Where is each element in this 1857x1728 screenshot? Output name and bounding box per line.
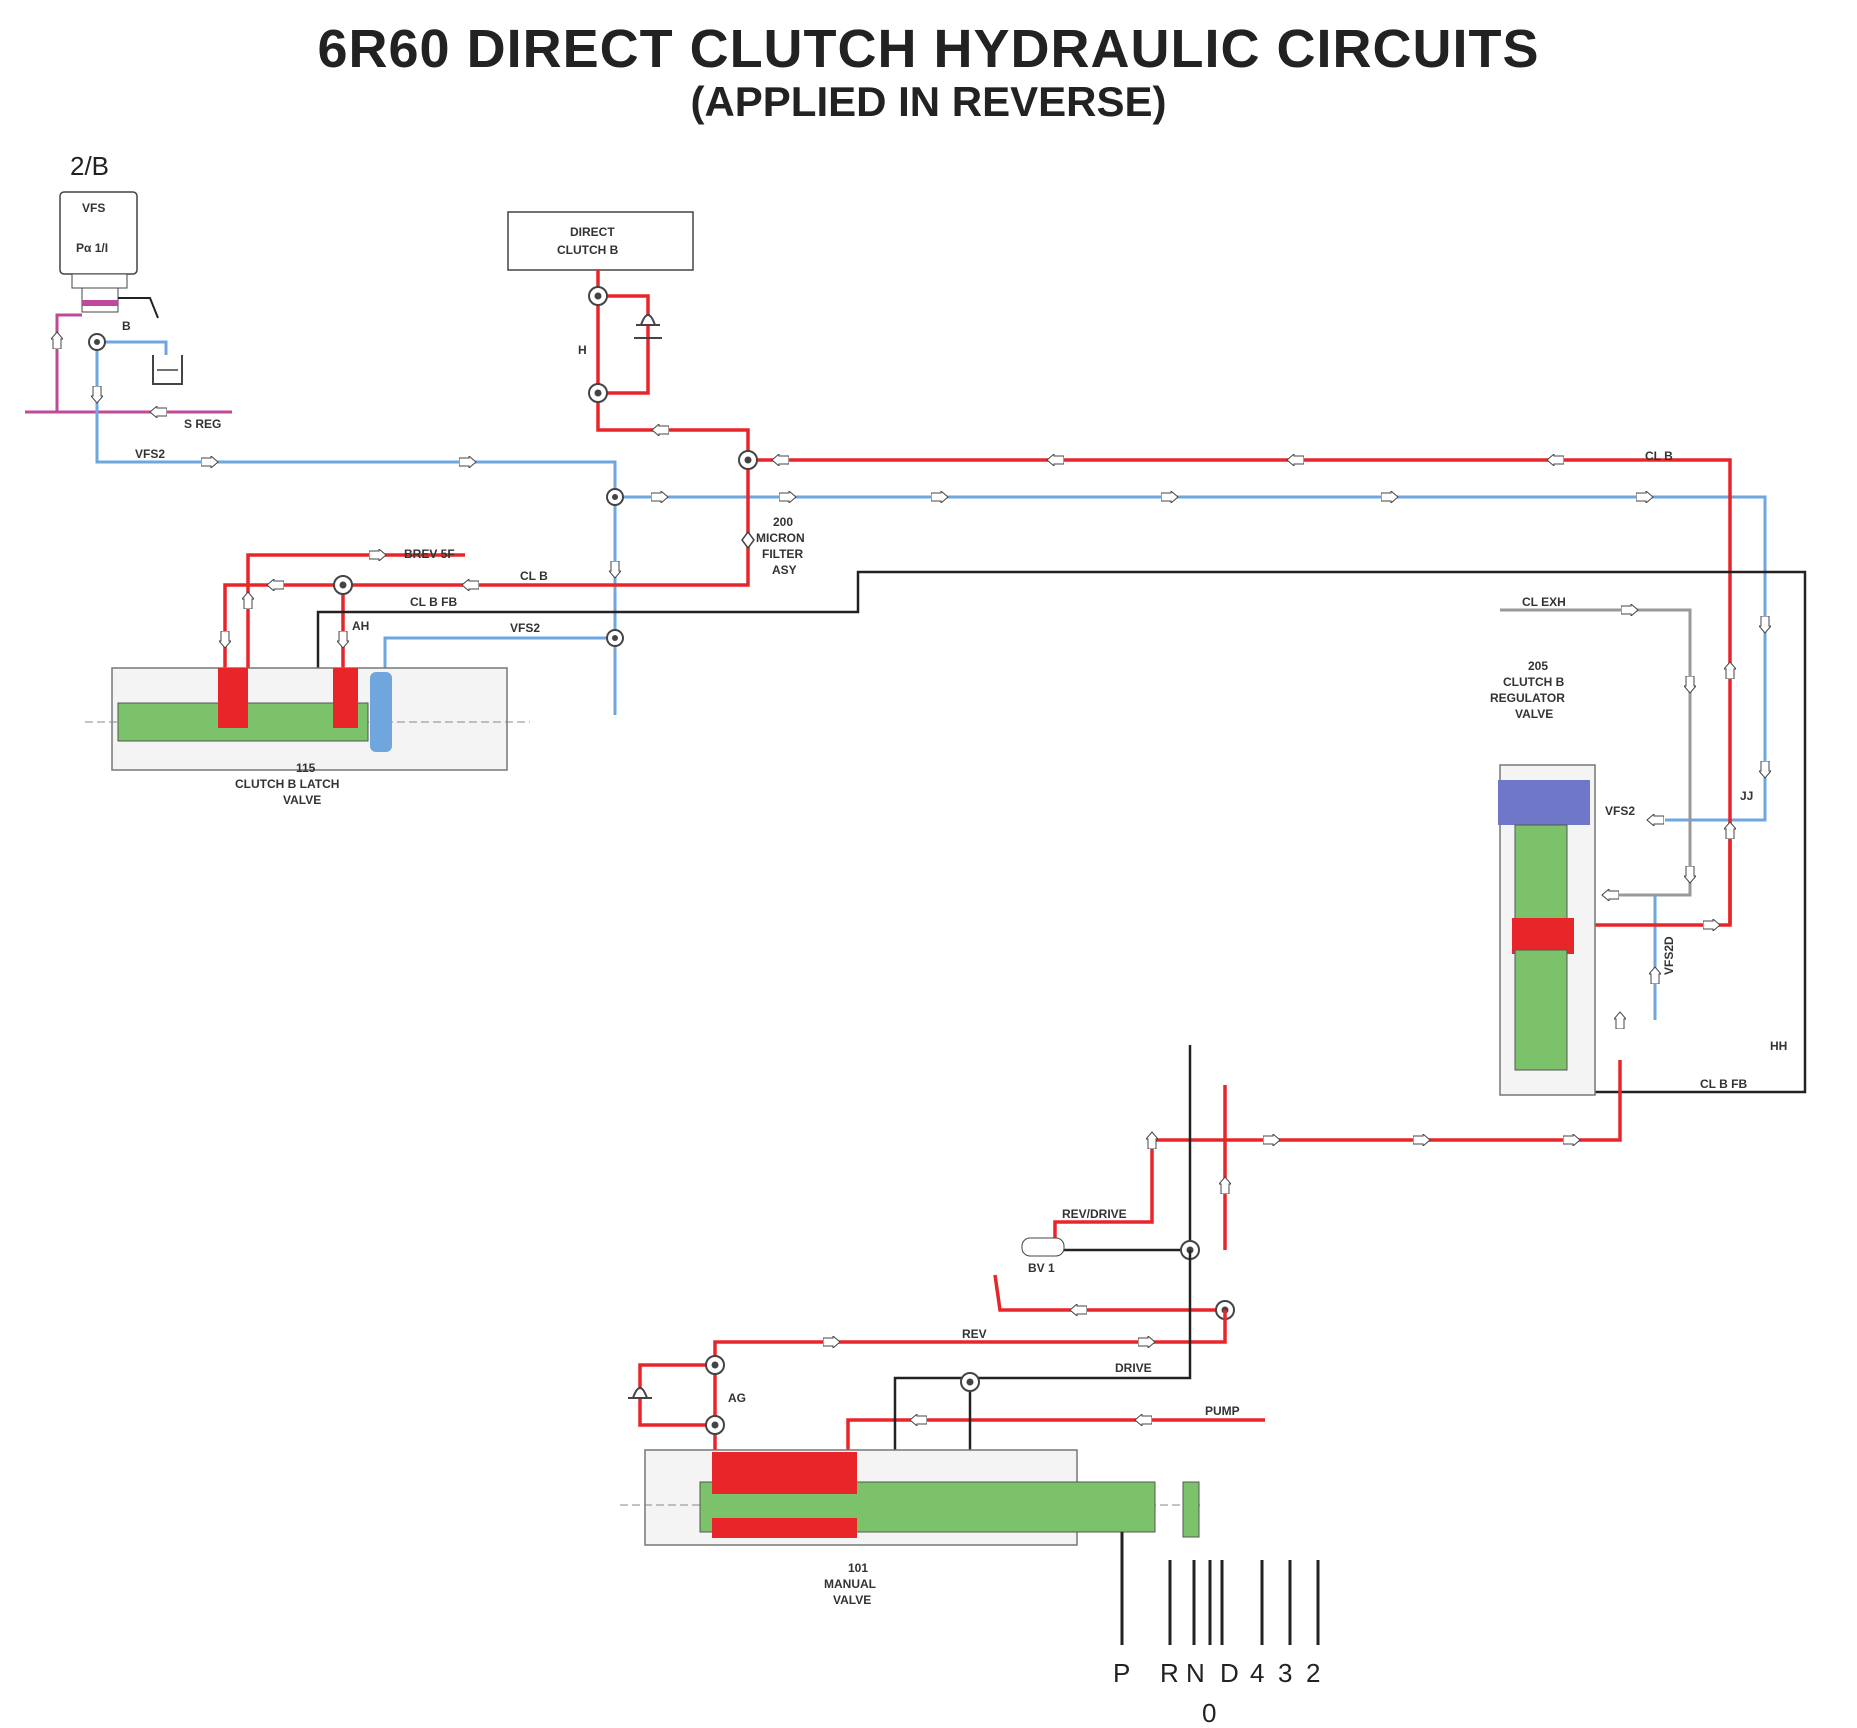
cl-exh-circuit: CL EXH [1500,595,1690,895]
latch-valve-line2: CLUTCH B LATCH [235,777,339,791]
bv1-label: BV 1 [1028,1261,1055,1275]
vfs2-label-regulator: VFS2 [1605,804,1635,818]
latch-valve-pressure-chamber-2 [333,668,358,728]
vfs2-label-top: VFS2 [135,447,165,461]
regulator-line4: VALVE [1515,707,1553,721]
vfs2d-label: VFS2D [1662,936,1676,975]
manual-accumulator-symbol [628,1387,652,1399]
rev-drive-label: REV/DRIVE [1062,1207,1127,1221]
manual-valve-chamber-upper [712,1452,857,1494]
manual-valve-line1: 101 [848,1561,868,1575]
gear-position-r: R [1160,1658,1179,1688]
test-point-jj-label: JJ [1740,789,1753,803]
micron-filter-symbol [741,530,755,550]
direct-clutch-line2: CLUTCH B [557,243,619,257]
vfs2-label-latch: VFS2 [510,621,540,635]
clutch-b-latch-valve-115: 115 CLUTCH B LATCH VALVE [85,667,530,807]
cl-exh-label: CL EXH [1522,595,1566,609]
brev-5f-label: BREV 5F [404,547,455,561]
gear-position-neutral-sub: 0 [1202,1698,1216,1728]
cl-b-label-latch: CL B [520,569,548,583]
cl-b-fb-label-regulator: CL B FB [1700,1077,1747,1091]
manual-valve-line3: VALVE [833,1593,871,1607]
clutch-accumulator-symbol [636,314,660,326]
filter-line1: 200 [773,515,793,529]
latch-valve-line1: 115 [296,761,316,775]
gear-position-n: N [1186,1658,1205,1688]
rev-label: REV [962,1327,987,1341]
sump-symbol [152,355,183,385]
pump-label: PUMP [1205,1404,1240,1418]
clutch-b-regulator-valve-205: 205 CLUTCH B REGULATOR VALVE [1490,659,1596,1096]
test-point-hh-label: HH [1770,1039,1787,1053]
ball-valve-bv1 [1021,1237,1065,1257]
gear-position-3: 3 [1278,1658,1292,1688]
manual-valve-feed-circuits: REV DRIVE PUMP AG [628,1250,1265,1452]
solenoid-port-b-label: B [122,319,131,333]
cl-b-fb-label-latch: CL B FB [410,595,457,609]
cl-b-fb-circuit: CL B FB CL B FB HH [316,570,1807,1094]
manual-valve-line2: MANUAL [824,1577,876,1591]
drive-label: DRIVE [1115,1361,1152,1375]
solenoid-exhaust-wire [118,297,159,319]
gear-position-scale: P R N D 4 3 2 0 [1113,1532,1320,1728]
gear-position-p: P [1113,1658,1130,1688]
solenoid-name-label: VFS [82,201,105,215]
diagram-subtitle: (APPLIED IN REVERSE) [690,78,1167,125]
direct-clutch-box [507,211,694,271]
cl-b-circuit: CL B CL B BREV 5F H 200 MICRON FILTER AS… [225,270,1730,925]
regulator-spool-lower [1514,949,1568,1071]
latch-valve-vfs2-end [370,672,392,752]
filter-line2: MICRON [756,531,805,545]
solenoid-id-label: 2/B [70,151,109,181]
s-reg-circuit: S REG [25,313,232,431]
latch-valve-line3: VALVE [283,793,321,807]
filter-line3: FILTER [762,547,803,561]
regulator-line1: 205 [1528,659,1548,673]
gear-position-2: 2 [1306,1658,1320,1688]
test-point-h-label: H [578,343,587,357]
regulator-pressure-chamber [1512,918,1574,954]
vfs2-circuit: VFS2 VFS2 VFS2 VFS2D JJ [88,333,1765,1020]
filter-line4: ASY [772,563,797,577]
direct-clutch-b: DIRECT CLUTCH B [507,211,694,271]
rev-drive-circuit: REV/DRIVE BV 1 [993,1020,1620,1320]
diagram-title: 6R60 DIRECT CLUTCH HYDRAULIC CIRCUITS [317,19,1540,79]
regulator-line3: REGULATOR [1490,691,1565,705]
s-reg-label: S REG [184,417,221,431]
solenoid-formula-label: Pα 1/I [76,241,108,255]
gear-position-d: D [1220,1658,1239,1688]
gear-position-4: 4 [1250,1658,1264,1688]
direct-clutch-line1: DIRECT [570,225,615,239]
manual-valve-101: 101 MANUAL VALVE [620,1449,1200,1607]
cl-b-label-top: CL B [1645,449,1673,463]
regulator-spring-cap [1498,780,1590,825]
manual-valve-detent-pin [1182,1481,1200,1538]
test-point-ah-label: AH [352,619,369,633]
latch-valve-pressure-chamber-1 [218,668,248,728]
solenoid-sreg-port [82,300,118,306]
test-point-ag-label: AG [728,1391,746,1405]
vfs-solenoid-2b: 2/B VFS Pα 1/I B [59,151,183,385]
regulator-spool-upper [1514,824,1568,926]
regulator-line2: CLUTCH B [1503,675,1565,689]
manual-valve-chamber-lower [712,1518,857,1538]
solenoid-coil-cap [71,273,128,289]
